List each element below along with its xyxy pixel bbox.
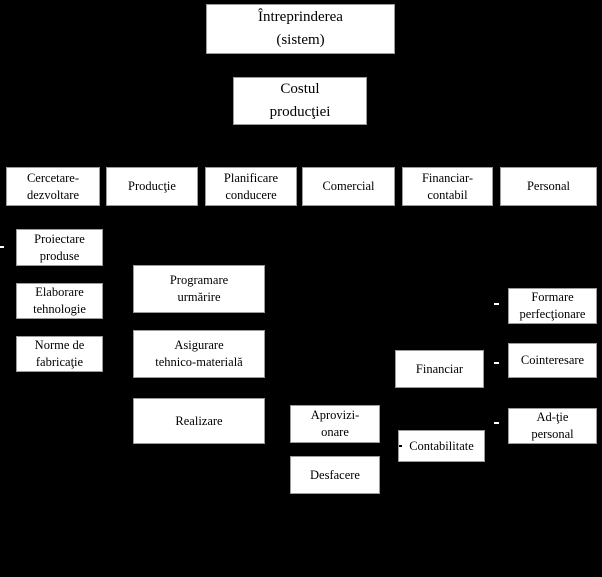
connector-stub-formare	[494, 303, 499, 305]
node-formare-perfectionare: Formare perfecţionare	[508, 288, 597, 324]
node-adtie-personal: Ad-ţie personal	[508, 408, 597, 444]
node-financiar: Financiar	[395, 350, 484, 388]
node-desfacere: Desfacere	[290, 456, 380, 494]
connector-stub-proiectare	[0, 246, 4, 248]
node-elaborare-tehnologie: Elaborare tehnologie	[16, 283, 103, 319]
dept-planificare-conducere: Planificare conducere	[205, 167, 297, 206]
connector-stub-adtie	[494, 422, 499, 424]
connector-stub-contabilitate	[399, 445, 402, 447]
node-programare-urmarire: Programare urmărire	[133, 265, 265, 313]
node-asigurare-tehnico-materiala: Asigurare tehnico-materială	[133, 330, 265, 378]
dept-financiar-contabil: Financiar- contabil	[402, 167, 493, 206]
node-proiectare-produse: Proiectare produse	[16, 229, 103, 266]
dept-comercial: Comercial	[302, 167, 395, 206]
node-contabilitate: Contabilitate	[398, 430, 485, 462]
dept-personal: Personal	[500, 167, 597, 206]
dept-cercetare-dezvoltare: Cercetare- dezvoltare	[6, 167, 100, 206]
node-norme-de-fabricatie: Norme de fabricaţie	[16, 336, 103, 372]
node-cointeresare: Cointeresare	[508, 343, 597, 378]
node-intreprinderea-sistem: Întreprinderea (sistem)	[206, 4, 395, 54]
node-costul-productiei: Costul producţiei	[233, 77, 367, 125]
connector-stub-cointeresare	[494, 362, 499, 364]
node-realizare: Realizare	[133, 398, 265, 444]
dept-productie: Producţie	[106, 167, 198, 206]
node-aprovizionare: Aprovizi- onare	[290, 405, 380, 443]
